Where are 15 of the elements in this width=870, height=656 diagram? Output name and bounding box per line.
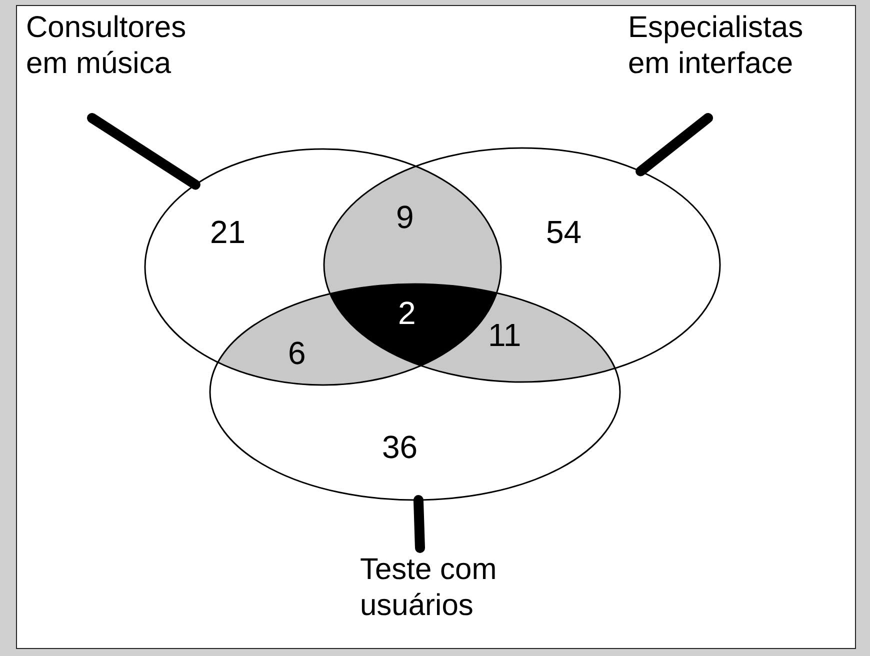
count-value: 54: [546, 215, 582, 249]
leader-line: [87, 113, 200, 190]
set-label: Teste com usuários: [360, 552, 560, 624]
count-value: 21: [210, 215, 246, 249]
set-label: Especialistas em interface: [628, 10, 843, 82]
count-value: 2: [398, 296, 416, 330]
set-ellipse: [209, 283, 621, 501]
count-value: 9: [396, 200, 414, 234]
set-label: Consultores em música: [26, 10, 211, 82]
set-ellipse: [323, 147, 721, 383]
count-value: 6: [288, 336, 306, 370]
leader-line: [413, 494, 425, 553]
count-value: 11: [488, 318, 522, 352]
count-value: 36: [382, 430, 418, 464]
leader-line: [636, 113, 713, 176]
